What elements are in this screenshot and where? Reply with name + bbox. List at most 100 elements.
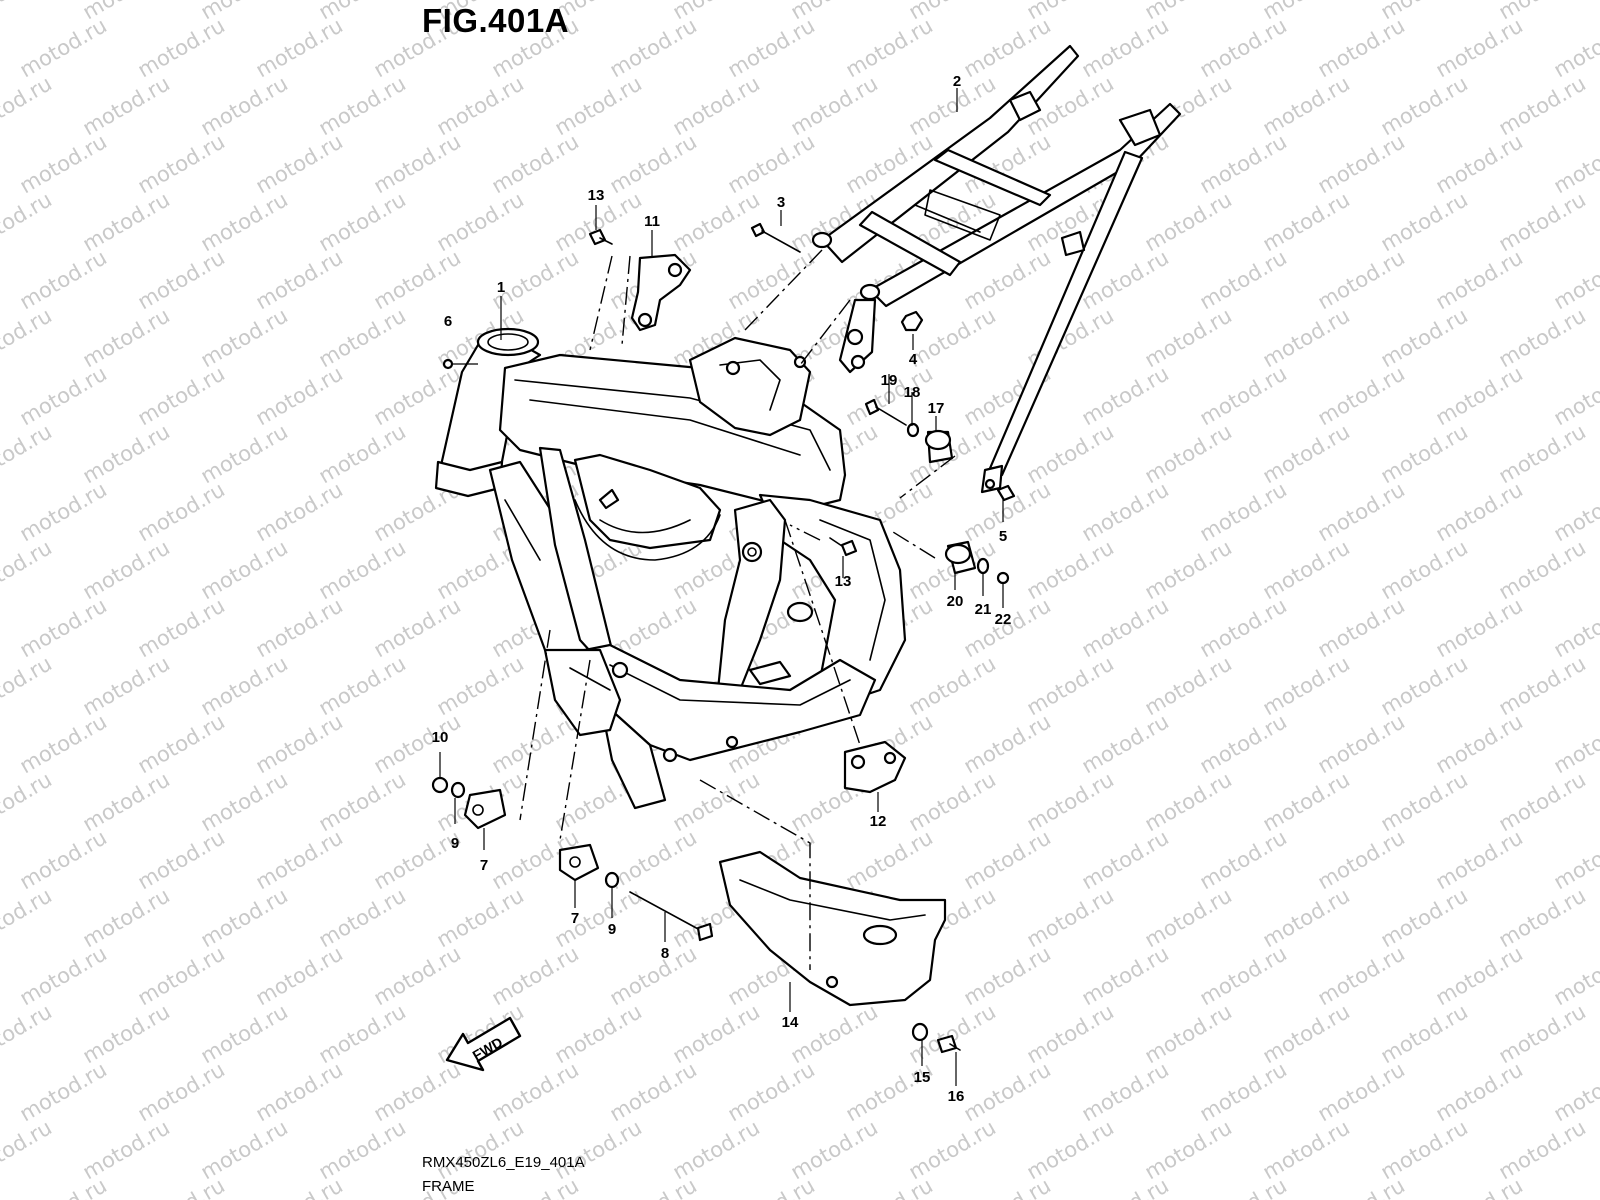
watermark-text: motod.ru	[252, 593, 347, 662]
watermark-text: motod.ru	[252, 941, 347, 1010]
watermark-text: motod.ru	[669, 999, 764, 1068]
watermark-text: motod.ru	[0, 1115, 56, 1184]
watermark-text: motod.ru	[433, 187, 528, 256]
watermark-text: motod.ru	[0, 303, 56, 372]
watermark-text: motod.ru	[1432, 593, 1527, 662]
watermark-text: motod.ru	[79, 999, 174, 1068]
watermark-text: motod.ru	[1550, 941, 1600, 1010]
watermark-text: motod.ru	[1377, 767, 1472, 836]
watermark-text: motod.ru	[315, 187, 410, 256]
watermark-text: motod.ru	[1495, 999, 1590, 1068]
watermark-text: motod.ru	[787, 999, 882, 1068]
watermark-text: motod.ru	[1432, 825, 1527, 894]
watermark-text: motod.ru	[606, 1173, 701, 1200]
watermark-text: motod.ru	[960, 1173, 1055, 1200]
callout-6: 6	[444, 313, 452, 330]
watermark-text: motod.ru	[1377, 303, 1472, 372]
callout-4: 4	[909, 351, 918, 368]
watermark-text: motod.ru	[1259, 999, 1354, 1068]
watermark-text: motod.ru	[724, 1057, 819, 1126]
watermark-text: motod.ru	[1023, 999, 1118, 1068]
callout-7: 7	[480, 857, 488, 874]
watermark-text: motod.ru	[1078, 477, 1173, 546]
watermark-text: motod.ru	[488, 941, 583, 1010]
watermark-text: motod.ru	[197, 71, 292, 140]
watermark-text: motod.ru	[842, 1173, 937, 1200]
watermark-text: motod.ru	[669, 71, 764, 140]
watermark-text: motod.ru	[551, 999, 646, 1068]
watermark-text: motod.ru	[16, 709, 111, 778]
watermark-text: motod.ru	[134, 593, 229, 662]
watermark-text: motod.ru	[1259, 1115, 1354, 1184]
watermark-text: motod.ru	[16, 245, 111, 314]
watermark-text: motod.ru	[1495, 767, 1590, 836]
watermark-text: motod.ru	[960, 709, 1055, 778]
watermark-text: motod.ru	[16, 1173, 111, 1200]
callout-22: 22	[995, 611, 1012, 628]
watermark-text: motod.ru	[315, 71, 410, 140]
watermark-text: motod.ru	[1550, 593, 1600, 662]
watermark-text: motod.ru	[1259, 303, 1354, 372]
watermark-text: motod.ru	[0, 651, 56, 720]
watermark-text: motod.ru	[1023, 883, 1118, 952]
watermark-text: motod.ru	[1078, 825, 1173, 894]
callout-16: 16	[948, 1088, 965, 1105]
watermark-text: motod.ru	[252, 709, 347, 778]
watermark-text: motod.ru	[1141, 303, 1236, 372]
callout-11: 11	[644, 213, 660, 230]
watermark-text: motod.ru	[1023, 419, 1118, 488]
watermark-text: motod.ru	[252, 245, 347, 314]
watermark-text: motod.ru	[1259, 651, 1354, 720]
watermark-text: motod.ru	[197, 883, 292, 952]
figure-title: FIG.401A	[422, 2, 570, 39]
watermark-text: motod.ru	[1196, 825, 1291, 894]
watermark-text: motod.ru	[16, 13, 111, 82]
watermark-text: motod.ru	[1023, 651, 1118, 720]
watermark-text: motod.ru	[252, 1173, 347, 1200]
watermark-text: motod.ru	[488, 1173, 583, 1200]
watermark-text: motod.ru	[433, 71, 528, 140]
watermark-text: motod.ru	[1432, 941, 1527, 1010]
watermark-text: motod.ru	[669, 1115, 764, 1184]
watermark-text: motod.ru	[433, 883, 528, 952]
watermark-text: motod.ru	[1550, 477, 1600, 546]
watermark-text: motod.ru	[1432, 477, 1527, 546]
watermark-text: motod.ru	[960, 1057, 1055, 1126]
watermark-text: motod.ru	[134, 709, 229, 778]
watermark-text: motod.ru	[1314, 477, 1409, 546]
rear-subframe-drawing	[811, 44, 1182, 494]
watermark-text: motod.ru	[1432, 709, 1527, 778]
watermark-text: motod.ru	[1495, 535, 1590, 604]
watermark-text: motod.ru	[1259, 419, 1354, 488]
watermark-text: motod.ru	[1196, 361, 1291, 430]
watermark-text: motod.ru	[606, 941, 701, 1010]
watermark-text: motod.ru	[16, 825, 111, 894]
watermark-text: motod.ru	[0, 0, 56, 24]
callout-3: 3	[777, 194, 785, 211]
watermark-text: motod.ru	[1259, 883, 1354, 952]
watermark-text: motod.ru	[905, 1115, 1000, 1184]
watermark-text: motod.ru	[551, 71, 646, 140]
watermark-text: motod.ru	[197, 419, 292, 488]
watermark-text: motod.ru	[0, 71, 56, 140]
watermark-text: motod.ru	[315, 535, 410, 604]
watermark-text: motod.ru	[252, 1057, 347, 1126]
callout-18: 18	[904, 384, 921, 401]
watermark-text: motod.ru	[1432, 1057, 1527, 1126]
watermark-text: motod.ru	[1377, 187, 1472, 256]
watermark-text: motod.ru	[1495, 651, 1590, 720]
watermark-text: motod.ru	[252, 477, 347, 546]
watermark-text: motod.ru	[724, 13, 819, 82]
callout-21: 21	[975, 601, 992, 618]
watermark-text: motod.ru	[1078, 1173, 1173, 1200]
callout-12: 12	[870, 813, 887, 830]
watermark-text: motod.ru	[1314, 1173, 1409, 1200]
watermark-text: motod.ru	[197, 651, 292, 720]
watermark-text: motod.ru	[1550, 1057, 1600, 1126]
watermark-text: motod.ru	[16, 593, 111, 662]
watermark-text: motod.ru	[1432, 361, 1527, 430]
watermark-text: motod.ru	[842, 1057, 937, 1126]
watermark-text: motod.ru	[134, 13, 229, 82]
watermark-text: motod.ru	[960, 941, 1055, 1010]
